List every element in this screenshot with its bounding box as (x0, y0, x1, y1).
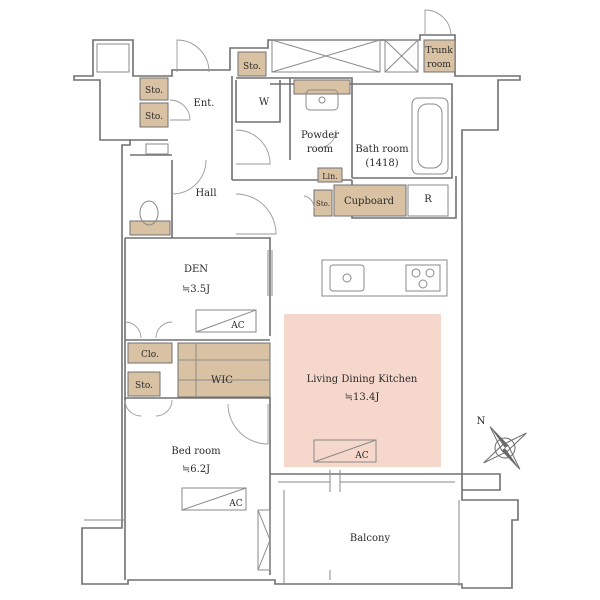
clo-box (127, 342, 173, 364)
interior-walls (124, 76, 457, 580)
sto-ent-2-box (139, 102, 169, 128)
window-boxes (271, 39, 419, 73)
refrigerator-box (407, 184, 449, 217)
bath-room-label-2: (1418) (365, 158, 398, 169)
cupboard-label: Cupboard (344, 196, 395, 207)
balcony-vent (257, 509, 271, 571)
bath-room-label-1: Bath room (355, 144, 409, 155)
den-label-1: DEN (184, 264, 208, 275)
kitchen-counter (321, 259, 448, 297)
door-swings (124, 9, 452, 445)
bathtub (411, 97, 449, 175)
lin-box (317, 167, 343, 183)
powder-sink (305, 89, 339, 111)
toilet-tank-box (129, 220, 171, 236)
trunk-room-box (423, 39, 456, 73)
ac-den-label: AC (230, 321, 244, 331)
balcony-label: Balcony (350, 533, 391, 544)
sto-top-box (237, 51, 267, 77)
wic-shelf-lines (178, 343, 270, 397)
sto-ent-2-label: Sto. (145, 112, 163, 122)
wic-box (177, 342, 271, 398)
ent-label: Ent. (194, 98, 215, 109)
sto-den-label: Sto. (135, 381, 153, 391)
w-label: W (259, 97, 270, 108)
ac-den (195, 309, 257, 333)
sto-small-box (313, 189, 333, 217)
ac-ldk-label: AC (354, 451, 368, 461)
toilet (139, 143, 169, 226)
wic-label: WIC (211, 375, 233, 386)
ldk-label-2: ≒13.4J (345, 392, 380, 403)
north-label: N (477, 416, 486, 427)
sto-ent-1-box (139, 77, 169, 101)
ac-ldk (313, 439, 377, 463)
trunk-room-label-2: room (427, 60, 451, 70)
ac-bedroom-label: AC (228, 499, 242, 509)
compass-rose-icon: N (477, 416, 527, 470)
clo-label: Clo. (141, 350, 159, 360)
lin-label: Lin. (322, 172, 338, 181)
room-labels: Trunk room Sto. Sto. Sto. Ent. W Powder … (135, 46, 453, 544)
den-label-2: ≒3.5J (182, 284, 210, 295)
trunk-room-label-1: Trunk (425, 46, 453, 56)
sto-small-label: Sto. (316, 200, 330, 208)
sto-top-label: Sto. (243, 62, 261, 72)
ldk-label-1: Living Dining Kitchen (307, 374, 418, 385)
powder-room-label-1: Powder (301, 130, 339, 141)
bedroom-label-2: ≒6.2J (182, 464, 210, 475)
sto-den-box (127, 371, 161, 397)
powder-room-label-2: room (307, 144, 334, 155)
hall-label: Hall (195, 188, 216, 199)
powder-counter-box (293, 79, 351, 95)
sto-ent-1-label: Sto. (145, 86, 163, 96)
cupboard-box (333, 184, 407, 217)
bedroom-label-1: Bed room (171, 446, 221, 457)
r-label: R (424, 194, 432, 205)
ac-bedroom (181, 487, 247, 511)
outer-walls (73, 34, 521, 589)
ldk-floor-highlight (284, 314, 441, 467)
